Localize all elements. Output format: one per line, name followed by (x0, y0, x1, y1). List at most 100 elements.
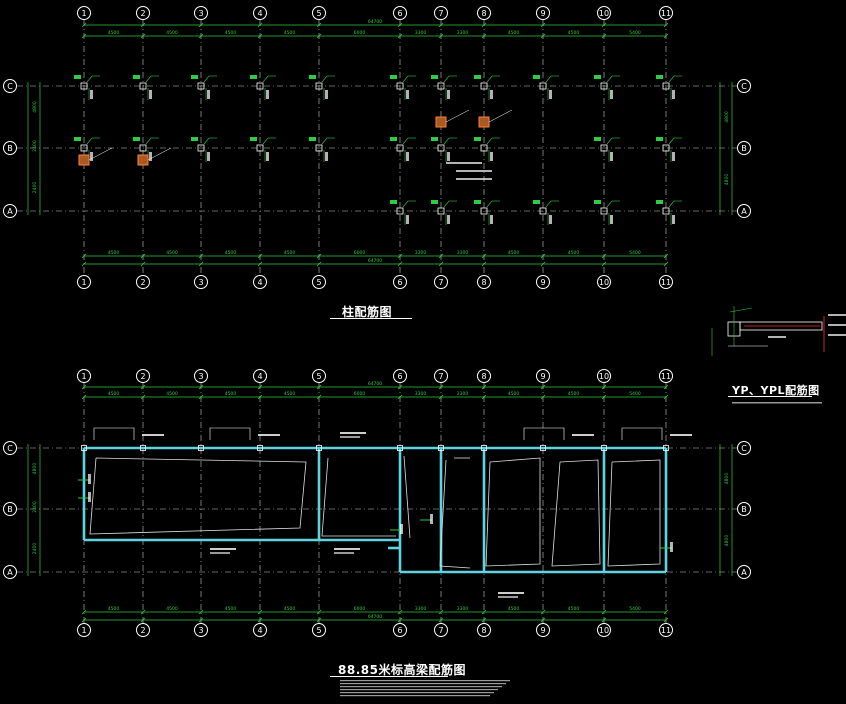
axis-label-7: 7 (438, 9, 443, 18)
rebar-tag (207, 90, 210, 99)
rebar-tag (266, 152, 269, 161)
rebar-tag (672, 215, 675, 224)
axis-bubble-3 (194, 275, 208, 289)
dim-tick (257, 253, 263, 259)
dim-tick (481, 33, 487, 39)
span-dimension-top: 4500 (108, 30, 120, 36)
column-section (437, 207, 445, 215)
axis-label-3: 3 (198, 9, 203, 18)
span-dimension-bottom: 4500 (508, 250, 520, 256)
axis-label-10: 10 (599, 372, 609, 381)
overall-dimension-bottom: 64700 (368, 614, 382, 620)
axis-label-C: C (741, 82, 747, 91)
axis-bubble-3 (194, 623, 208, 637)
axis-bubble-B (737, 502, 751, 516)
callout-bracket (621, 427, 663, 440)
rebar-tag (149, 90, 152, 99)
dim-tick (316, 384, 322, 390)
rebar-tag (474, 137, 481, 141)
axis-bubble-1 (77, 6, 91, 20)
span-dimension-bottom: 6000 (354, 606, 366, 612)
dim-tick (81, 384, 87, 390)
rebar-leader (668, 137, 675, 145)
column-section (139, 82, 147, 90)
dim-tick (663, 33, 669, 39)
rebar-tag (656, 137, 663, 141)
axis-label-2: 2 (140, 372, 145, 381)
rebar-leader (486, 200, 493, 208)
rebar-leader (203, 137, 210, 145)
dim-tick (81, 22, 87, 28)
dim-tick (540, 253, 546, 259)
axis-bubble-8 (477, 623, 491, 637)
axis-bubble-11 (659, 275, 673, 289)
annotation-text (142, 434, 164, 436)
dim-tick (601, 22, 607, 28)
axis-label-3: 3 (198, 626, 203, 635)
dim-tick (257, 22, 263, 28)
beam-node (198, 445, 204, 451)
yp-note-text (732, 402, 822, 404)
dim-tick (397, 253, 403, 259)
annotation-text (334, 552, 354, 554)
side-dimension-right: 4800 (724, 111, 730, 123)
dim-tick (540, 617, 546, 623)
axis-label-A: A (741, 207, 747, 216)
rebar-tag (250, 137, 257, 141)
column-section (139, 144, 147, 152)
column-section (600, 82, 608, 90)
rebar-leader (262, 137, 269, 145)
axis-label-6: 6 (397, 278, 402, 287)
rebar-leader (443, 200, 450, 208)
axis-label-1: 1 (81, 278, 86, 287)
dim-tick (397, 261, 403, 267)
annotation-text (334, 548, 360, 550)
span-dimension-top: 3300 (457, 391, 469, 397)
dim-tick (140, 261, 146, 267)
axis-bubble-4 (253, 275, 267, 289)
span-dimension-top: 4500 (508, 391, 520, 397)
dim-tick (81, 261, 87, 267)
rebar-leader (486, 137, 493, 145)
axis-label-B: B (7, 144, 13, 153)
detail-leader (88, 147, 113, 161)
rebar-tag (406, 152, 409, 161)
rebar-leader (668, 200, 675, 208)
callout-bracket (523, 427, 565, 440)
rebar-tag (406, 90, 409, 99)
general-notes-text (340, 686, 502, 688)
dim-tick (198, 33, 204, 39)
axis-bubble-6 (393, 369, 407, 383)
axis-label-10: 10 (599, 626, 609, 635)
dim-tick (316, 394, 322, 400)
column-section (539, 82, 547, 90)
dim-tick (601, 33, 607, 39)
axis-label-4: 4 (257, 9, 262, 18)
rebar-leader (321, 137, 328, 145)
axis-label-8: 8 (481, 9, 486, 18)
column-section (480, 144, 488, 152)
slab-rebar (321, 457, 396, 537)
beam-node (663, 445, 669, 451)
rebar-leader (443, 75, 450, 83)
axis-bubble-C (737, 441, 751, 455)
yp-detail-title-underline (728, 396, 812, 397)
axis-bubble-6 (393, 623, 407, 637)
span-dimension-top: 4500 (284, 391, 296, 397)
axis-bubble-A (3, 565, 17, 579)
rebar-tag (390, 200, 397, 204)
annotation-text (210, 552, 230, 554)
axis-bubble-8 (477, 369, 491, 383)
rebar-tag (594, 75, 601, 79)
dim-tick (601, 384, 607, 390)
column-section (437, 144, 445, 152)
span-dimension-top: 3300 (415, 30, 427, 36)
span-dimension-bottom: 4500 (108, 250, 120, 256)
rebar-tag (447, 215, 450, 224)
axis-label-11: 11 (661, 626, 671, 635)
dim-tick (481, 617, 487, 623)
span-dimension-bottom: 3300 (457, 250, 469, 256)
rebar-leader (443, 137, 450, 145)
beam-node (540, 445, 546, 451)
column-section (80, 82, 88, 90)
